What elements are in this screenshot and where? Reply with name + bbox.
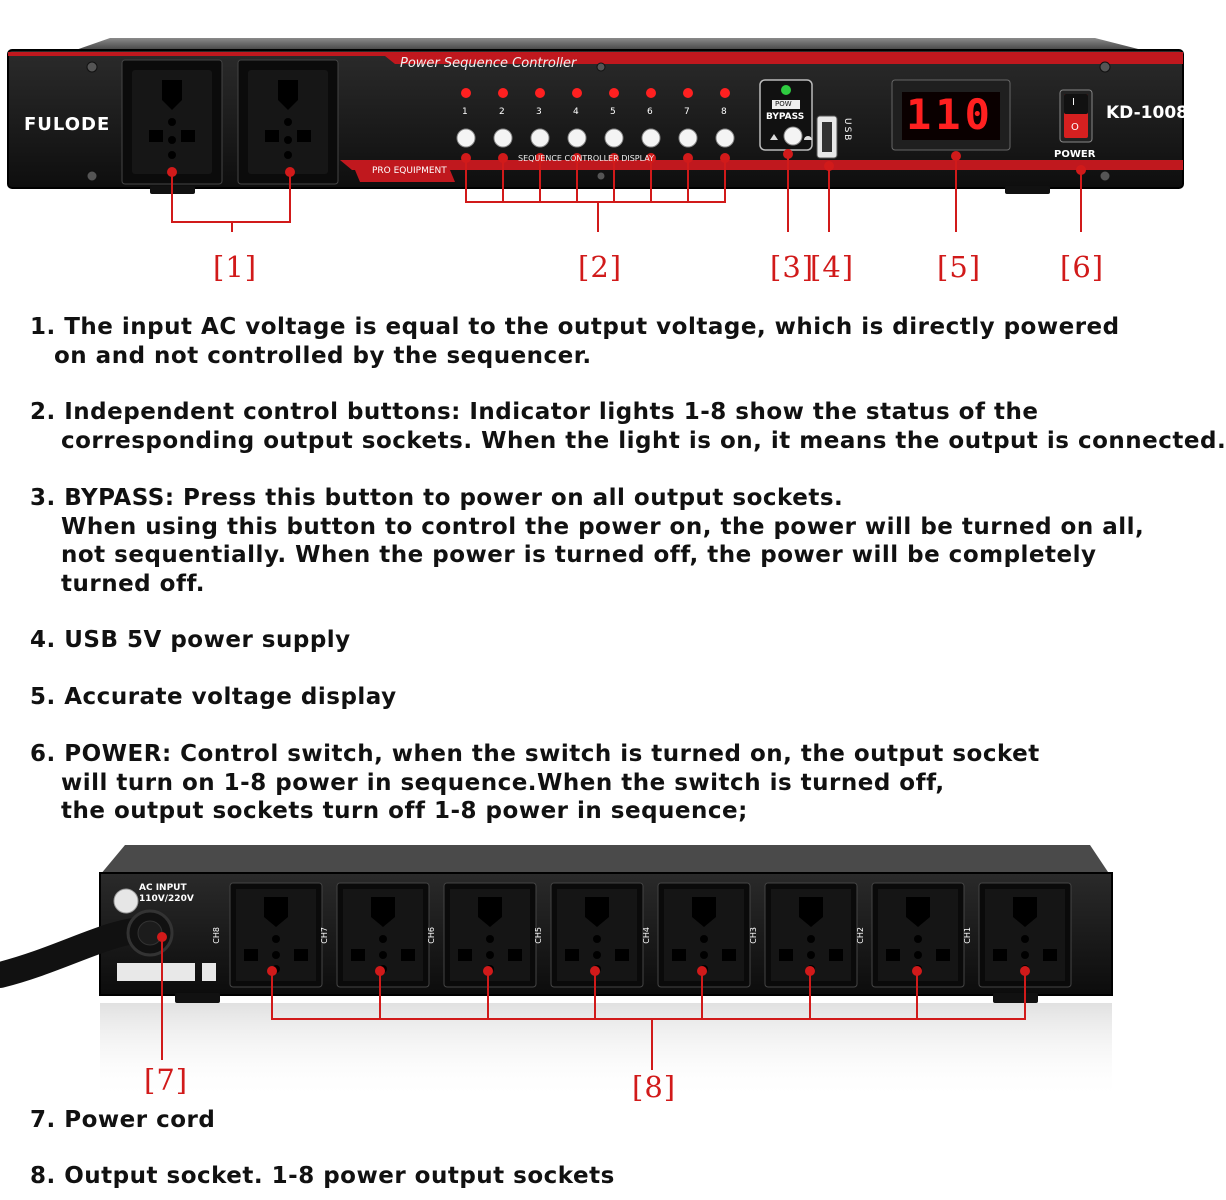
back-panel-art xyxy=(0,845,1113,1100)
channel-number: 1 xyxy=(462,107,468,117)
ac-input-title: AC INPUT xyxy=(139,883,187,893)
channel-buttons[interactable] xyxy=(456,128,735,148)
description-3: 3. BYPASS: Press this button to power on… xyxy=(30,484,1200,598)
channel-number: 6 xyxy=(647,107,653,117)
channel-led xyxy=(535,88,545,98)
channel-button-6[interactable] xyxy=(641,128,661,148)
callout-1: [1] xyxy=(213,250,258,284)
description-line: turned off. xyxy=(61,570,205,597)
description-6: 6. POWER: Control switch, when the switc… xyxy=(30,740,1200,826)
description-line: 5. Accurate voltage display xyxy=(30,684,397,710)
channel-button-7[interactable] xyxy=(678,128,698,148)
channel-number: 4 xyxy=(573,107,579,117)
description-line: will turn on 1-8 power in sequence.When … xyxy=(61,769,945,796)
bypass-pow-label: POW xyxy=(775,100,792,108)
channel-button-1[interactable] xyxy=(456,128,476,148)
model-label: KD-1008 xyxy=(1106,103,1188,123)
channel-button-3[interactable] xyxy=(530,128,550,148)
channel-led xyxy=(646,88,656,98)
channel-label-ch6: CH6 xyxy=(427,927,436,944)
front-socket-right xyxy=(237,59,339,185)
display-label: SEQUENCE CONTROLLER DISPLAY xyxy=(518,154,654,163)
channel-led xyxy=(609,88,619,98)
channel-button-5[interactable] xyxy=(604,128,624,148)
channel-label-ch8: CH8 xyxy=(212,927,221,944)
channel-label-ch5: CH5 xyxy=(534,927,543,944)
front-panel-art xyxy=(7,38,1184,232)
callout-4: [4] xyxy=(810,250,855,284)
output-socket-ch4 xyxy=(657,882,751,988)
description-5: 5. Accurate voltage display xyxy=(30,683,1200,712)
back-panel: AC INPUT 110V/220V CH8 CH7 CH6 CH5 CH4 C… xyxy=(0,835,1200,1100)
panel-title: Power Sequence Controller xyxy=(400,56,577,71)
description-7: 7. Power cord xyxy=(30,1106,1200,1135)
output-socket-ch2 xyxy=(871,882,965,988)
ac-input-voltage: 110V/220V xyxy=(139,894,194,904)
callout-3: [3] xyxy=(770,250,815,284)
callout-5: [5] xyxy=(937,250,982,284)
description-line: 3. BYPASS: Press this button to power on… xyxy=(30,485,844,511)
description-line: 4. USB 5V power supply xyxy=(30,627,351,653)
usb-label: USB xyxy=(842,118,852,143)
description-2: 2. Independent control buttons: Indicato… xyxy=(30,398,1226,455)
channel-label-ch7: CH7 xyxy=(320,927,329,944)
description-line: When using this button to control the po… xyxy=(61,513,1145,540)
front-panel: FULODE Power Sequence Controller PRO EQU… xyxy=(0,0,1200,232)
callout-6: [6] xyxy=(1060,250,1105,284)
channel-number: 3 xyxy=(536,107,542,117)
description-4: 4. USB 5V power supply xyxy=(30,626,1200,655)
description-line: 7. Power cord xyxy=(30,1107,216,1133)
channel-button-4[interactable] xyxy=(567,128,587,148)
output-socket-ch3 xyxy=(764,882,858,988)
channel-led xyxy=(720,88,730,98)
output-socket-ch5 xyxy=(550,882,644,988)
front-leader-lines xyxy=(167,149,1086,232)
description-line: corresponding output sockets. When the l… xyxy=(61,427,1226,454)
channel-led xyxy=(461,88,471,98)
channel-label-ch2: CH2 xyxy=(856,927,865,944)
bypass-label: BYPASS xyxy=(766,112,805,122)
channel-label-ch3: CH3 xyxy=(749,927,758,944)
switch-off-mark: O xyxy=(1071,122,1079,133)
back-leader-lines xyxy=(157,932,1030,1070)
power-label: POWER xyxy=(1054,149,1096,160)
switch-on-mark: I xyxy=(1072,97,1075,108)
description-line: 6. POWER: Control switch, when the switc… xyxy=(30,741,1040,767)
description-line: on and not controlled by the sequencer. xyxy=(54,342,592,369)
tagline-label: PRO EQUIPMENT xyxy=(372,166,447,176)
brand-label: FULODE xyxy=(24,114,111,135)
description-line: 2. Independent control buttons: Indicato… xyxy=(30,399,1039,425)
output-socket-ch7 xyxy=(336,882,430,988)
channel-button-8[interactable] xyxy=(715,128,735,148)
bypass-led xyxy=(781,85,791,95)
channel-label-ch4: CH4 xyxy=(642,927,651,944)
channel-led xyxy=(572,88,582,98)
description-line: not sequentially. When the power is turn… xyxy=(61,542,1097,568)
output-socket-ch6 xyxy=(443,882,537,988)
channel-number: 5 xyxy=(610,107,616,117)
description-line: the output sockets turn off 1-8 power in… xyxy=(61,798,748,824)
channel-led xyxy=(683,88,693,98)
channel-number: 7 xyxy=(684,107,690,117)
channel-number: 2 xyxy=(499,107,505,117)
channel-leds xyxy=(461,88,730,98)
callout-8: [8] xyxy=(632,1070,677,1104)
output-socket-ch8 xyxy=(229,882,323,988)
channel-number: 8 xyxy=(721,107,727,117)
description-line: 8. Output socket. 1-8 power output socke… xyxy=(30,1163,615,1189)
description-1: 1. The input AC voltage is equal to the … xyxy=(30,313,1200,370)
channel-label-ch1: CH1 xyxy=(963,927,972,944)
callout-7: [7] xyxy=(144,1063,189,1097)
callout-2: [2] xyxy=(578,250,623,284)
channel-led xyxy=(498,88,508,98)
bypass-button[interactable] xyxy=(783,126,803,146)
description-line: 1. The input AC voltage is equal to the … xyxy=(30,314,1120,340)
channel-button-2[interactable] xyxy=(493,128,513,148)
description-8: 8. Output socket. 1-8 power output socke… xyxy=(30,1162,1200,1191)
front-socket-left xyxy=(121,59,223,185)
voltage-reading: 110 xyxy=(906,90,994,139)
